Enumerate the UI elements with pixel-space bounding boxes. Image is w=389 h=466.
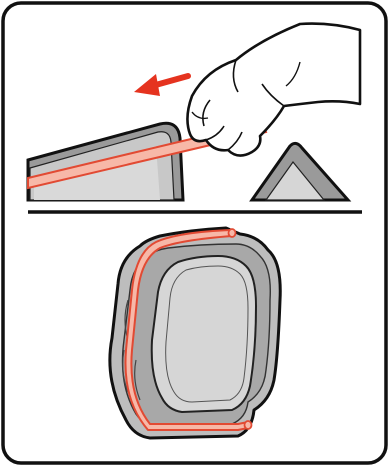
- step-panel-bottom: [110, 228, 280, 438]
